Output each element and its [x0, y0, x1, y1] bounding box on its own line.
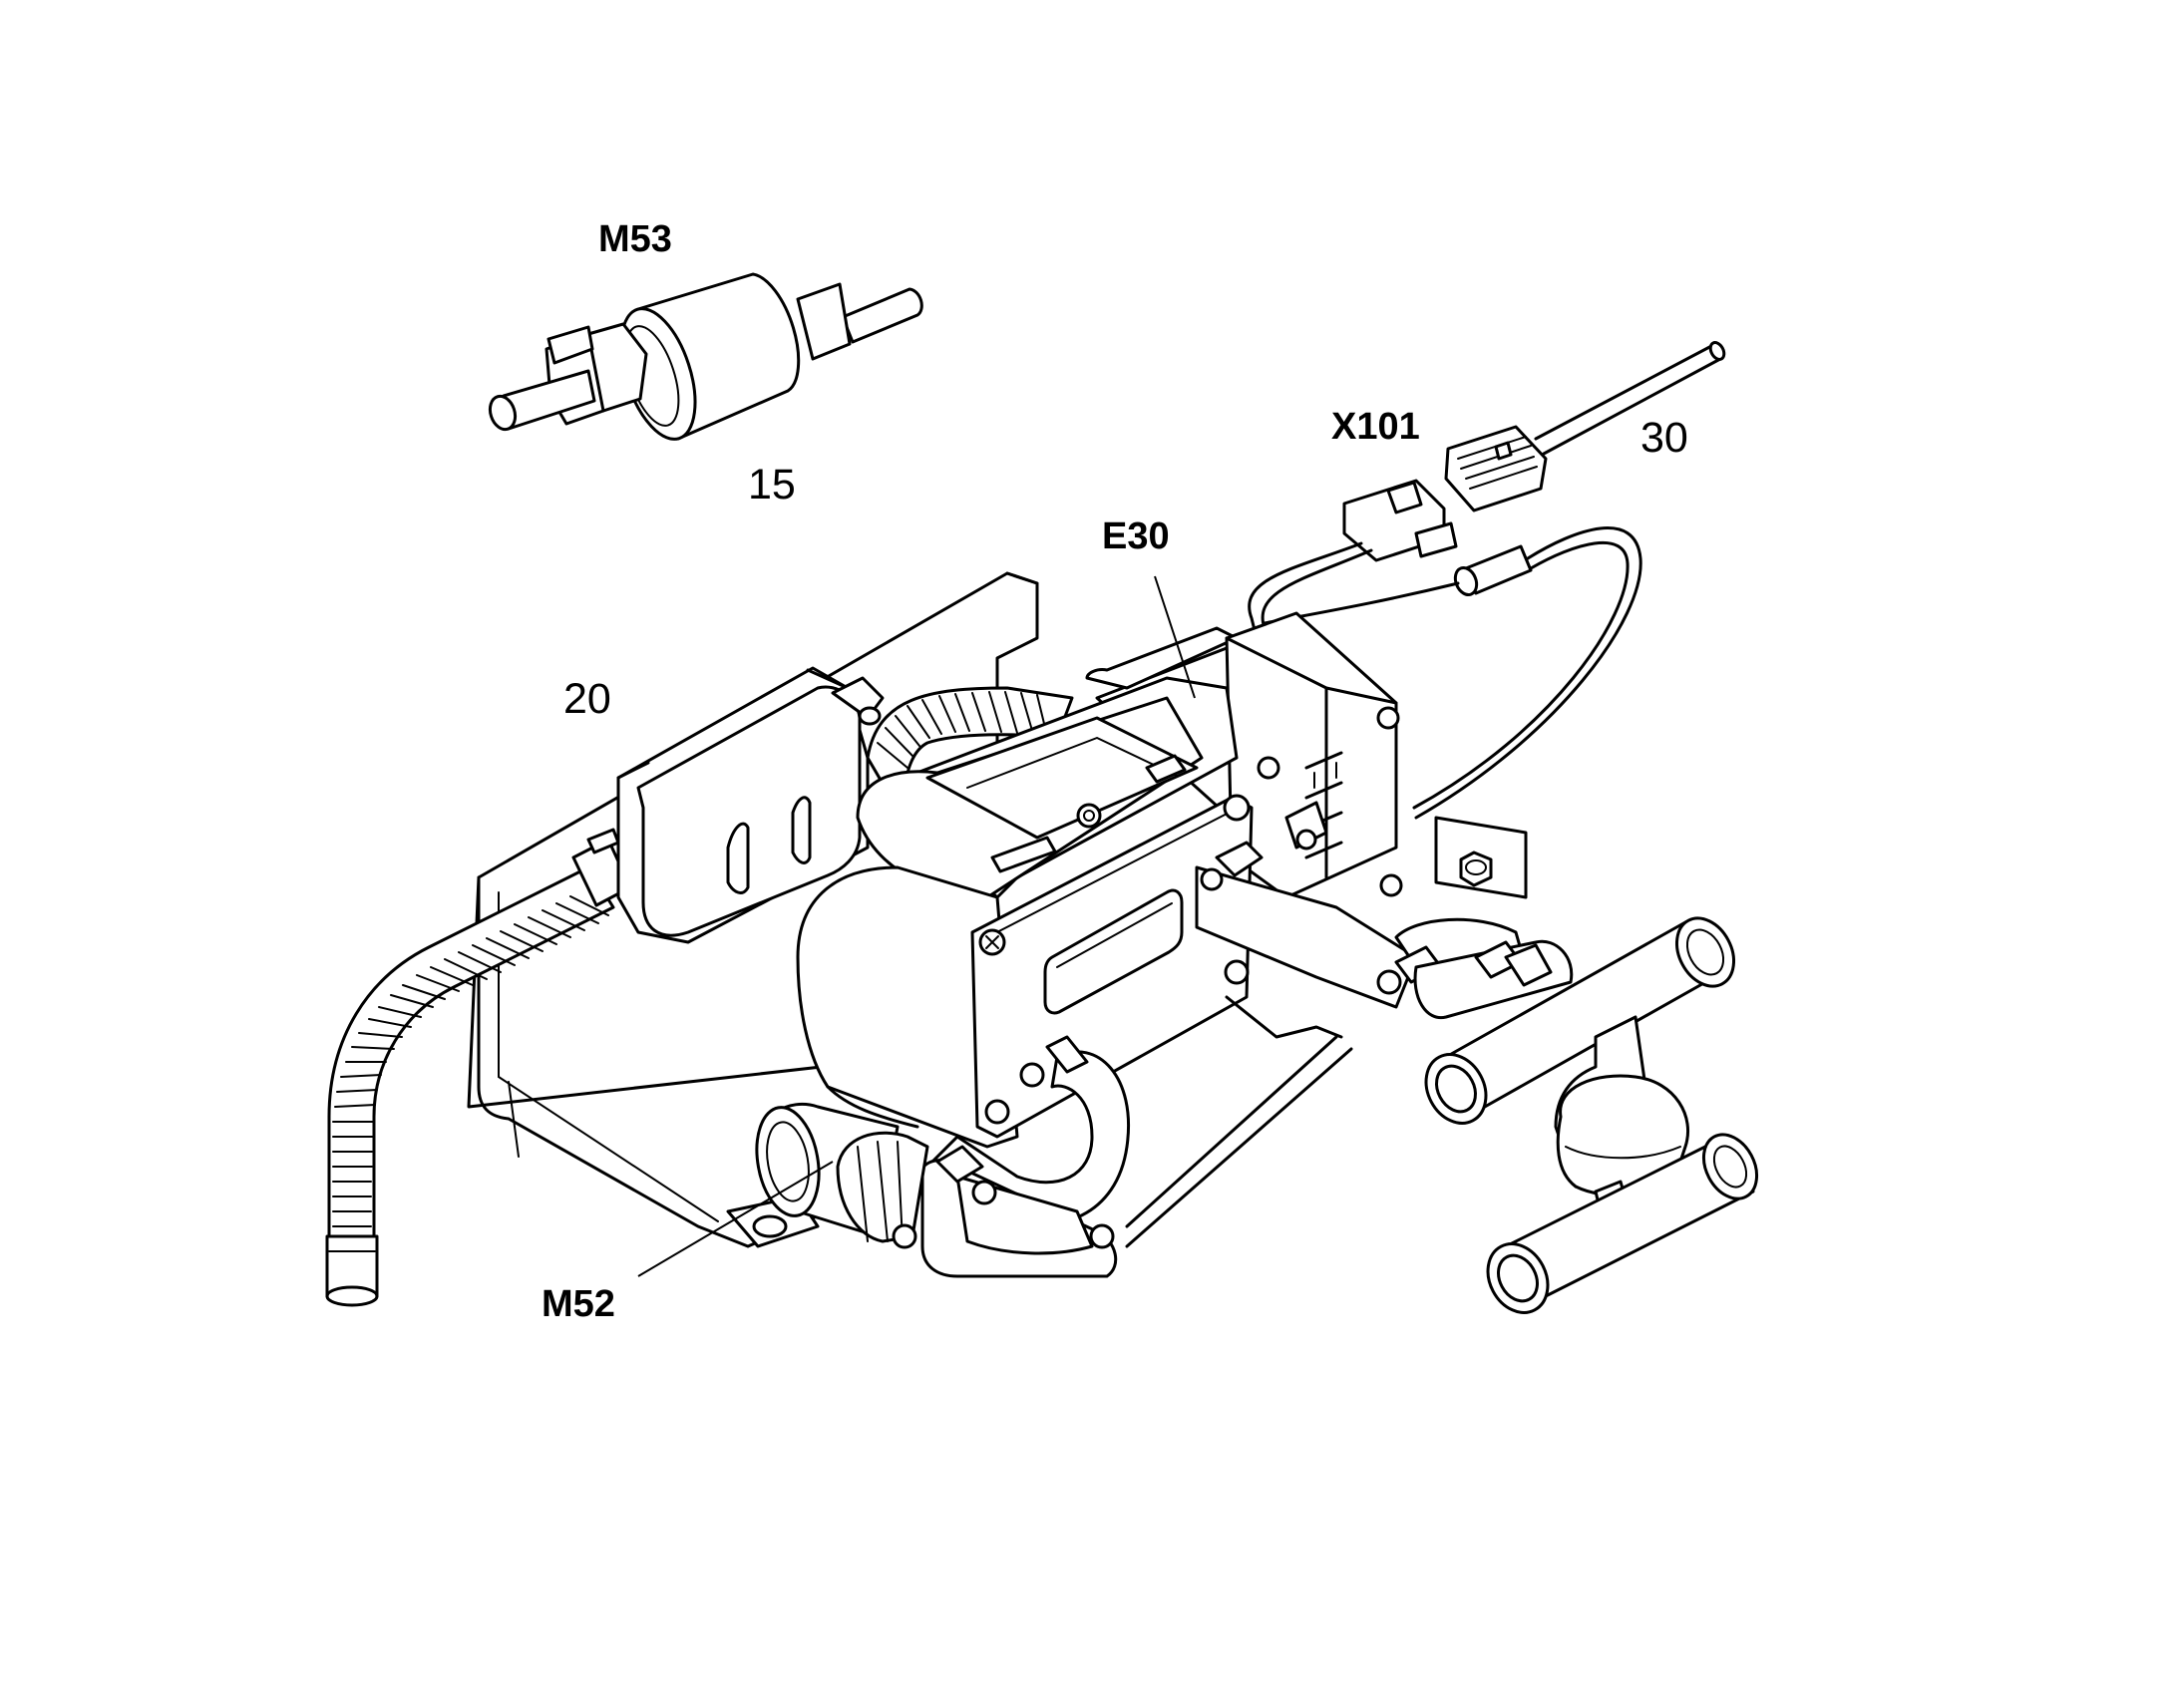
label-e30: E30 — [1102, 515, 1170, 557]
label-m52: M52 — [542, 1283, 615, 1325]
label-20: 20 — [563, 675, 611, 723]
label-30: 30 — [1640, 414, 1688, 462]
heater-e30 — [796, 611, 1403, 1149]
exhaust-flex-pipe — [325, 828, 632, 1307]
label-m53: M53 — [598, 218, 672, 260]
leader-e30 — [1154, 575, 1196, 699]
labels: M53 15 X101 30 E30 20 M52 — [542, 218, 1688, 1325]
silencer-box — [616, 666, 885, 944]
coolant-hoses — [755, 995, 1353, 1278]
coolant-pipe-tee — [1195, 841, 1759, 1314]
connector-x101 — [1248, 341, 1726, 820]
fuel-pump-m53 — [488, 272, 923, 441]
leader-lines — [637, 575, 1196, 1277]
leader-m52 — [637, 1161, 834, 1277]
label-x101: X101 — [1331, 406, 1420, 448]
label-15: 15 — [748, 461, 796, 509]
